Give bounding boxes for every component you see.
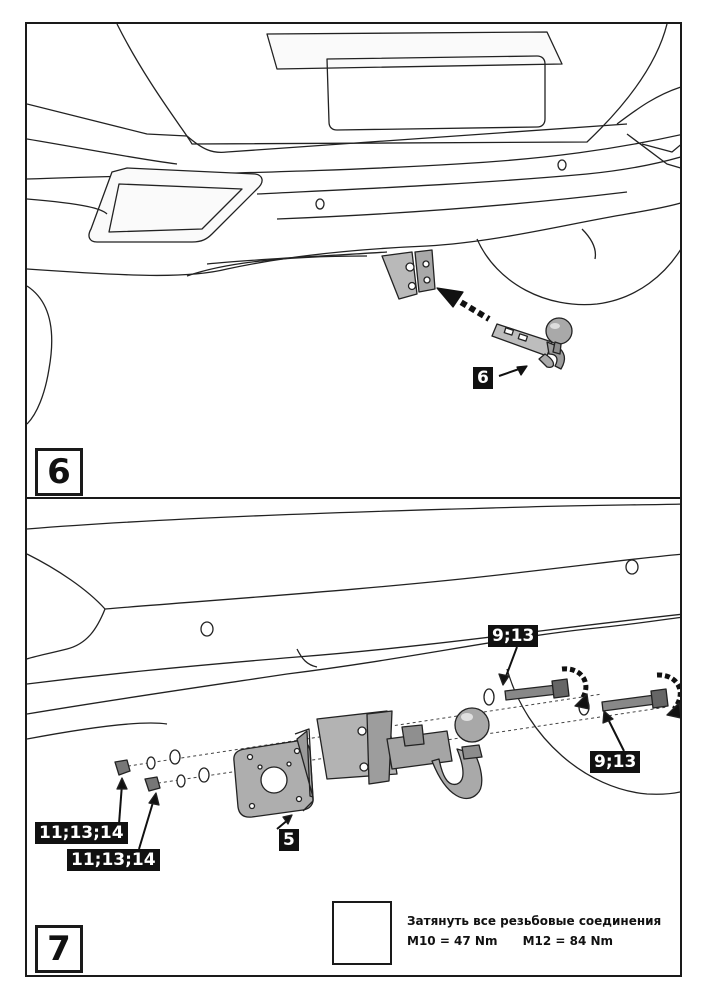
torque-m12: M12 = 84 Nm xyxy=(522,934,614,948)
callout-nuts-lower: 11;13;14 xyxy=(67,849,160,871)
torque-values: M10 = 47 Nm M12 = 84 Nm xyxy=(407,931,661,951)
step-number-7: 7 xyxy=(35,925,83,973)
step-6-illustration xyxy=(27,24,680,425)
callout-part-6: 6 xyxy=(473,367,493,389)
step-7-illustration xyxy=(27,503,680,958)
callout-nuts-upper: 11;13;14 xyxy=(35,822,128,844)
callout-bolt-upper: 9;13 xyxy=(488,625,539,647)
step-7-panel: 9;13 9;13 5 11;13;14 11;13;14 Затянуть в… xyxy=(25,497,682,977)
callout-part-5: 5 xyxy=(279,829,299,851)
torque-icon-box xyxy=(332,901,392,965)
callout-bolt-lower: 9;13 xyxy=(590,751,641,773)
torque-instructions: Затянуть все резьбовые соединения M10 = … xyxy=(407,911,661,951)
step-number-6: 6 xyxy=(35,448,83,496)
torque-m10: M10 = 47 Nm xyxy=(407,934,498,948)
step-6-panel: 6 6 xyxy=(25,22,682,499)
torque-instruction-text: Затянуть все резьбовые соединения xyxy=(407,914,662,928)
